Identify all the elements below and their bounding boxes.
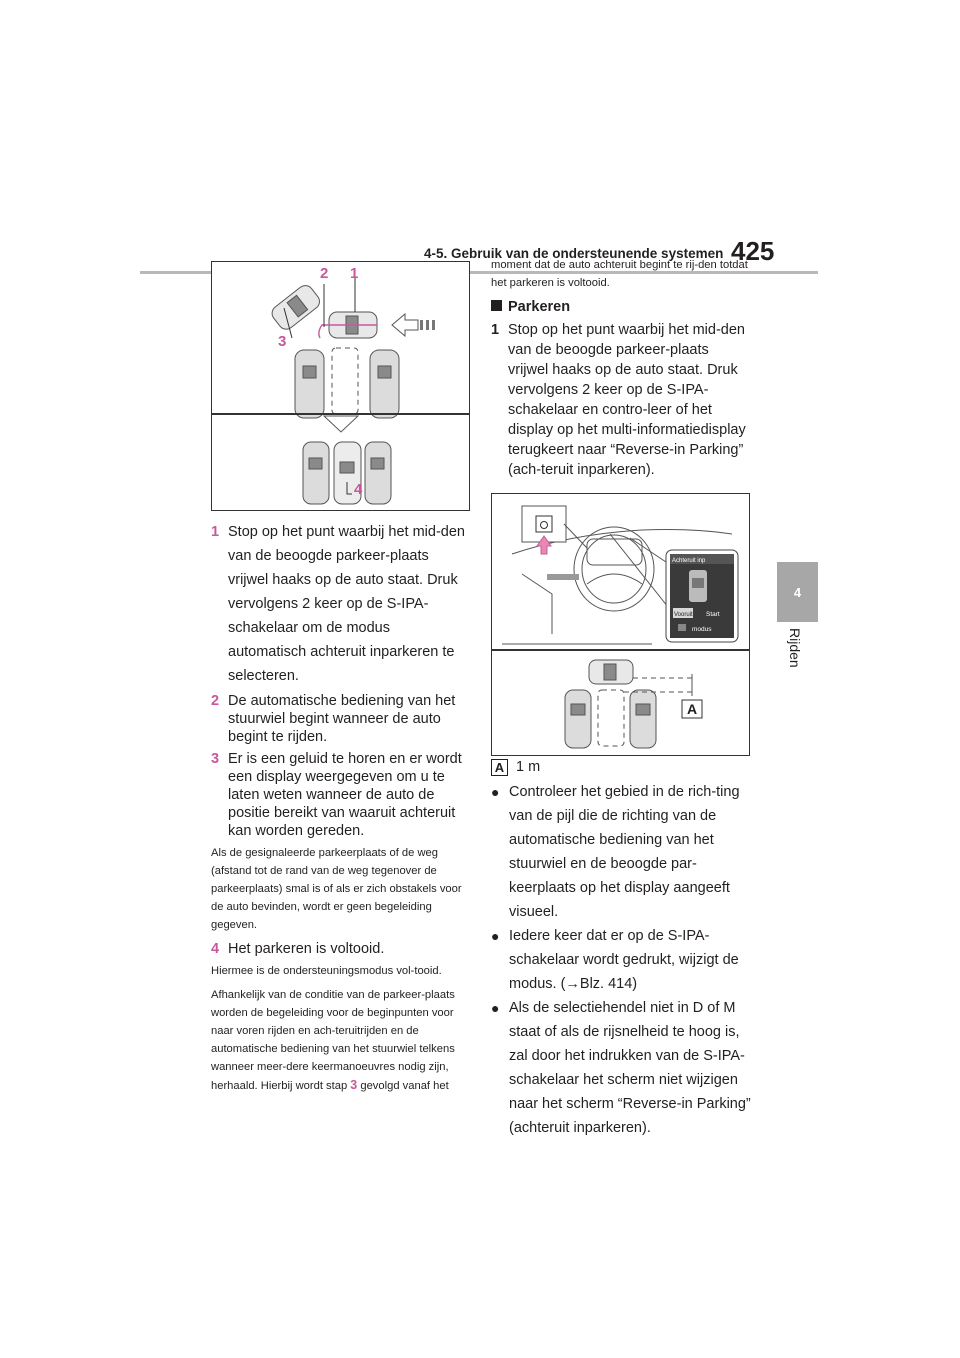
continued-text: moment dat de auto achteruit begint te r…: [491, 259, 748, 289]
bullet-icon: ●: [491, 928, 500, 944]
step-number: 3: [211, 751, 220, 767]
step-text: Stop op het punt waarbij het mid-den van…: [508, 322, 746, 478]
bullet-item: ● Controleer het gebied in de rich-ting …: [491, 780, 753, 924]
note-mode-completed: Hiermee is de ondersteuningsmodus vol-to…: [211, 965, 442, 977]
callout-a: A: [687, 701, 697, 717]
step-text: De automatische bediening van het stuurw…: [228, 693, 456, 745]
step-3: 3 Er is een geluid te horen en er wordt …: [211, 750, 468, 840]
bullet-icon: ●: [491, 784, 500, 800]
chapter-tab: 4: [777, 562, 818, 622]
figure-label-3: 3: [278, 333, 286, 350]
section-title: 4-5. Gebruik van de ondersteunende syste…: [424, 246, 724, 261]
right-column: moment dat de auto achteruit begint te r…: [491, 256, 753, 484]
step-number: 1: [491, 322, 500, 338]
step-2: 2 De automatische bediening van het stuu…: [211, 692, 468, 746]
screen-title: Achteruit inp: [672, 558, 706, 564]
display-diagram: Achteruit inp Vooruit Start modus A: [491, 493, 750, 756]
page-number: 425: [731, 236, 775, 266]
step-number: 1: [211, 524, 220, 540]
bullet-icon: ●: [491, 1000, 500, 1016]
note-guidance: Als de gesignaleerde parkeerplaats of de…: [211, 847, 462, 931]
step-4: 4 Het parkeren is voltooid.: [211, 940, 468, 958]
figure-label-2: 2: [320, 265, 328, 282]
start-label: Start: [706, 611, 720, 618]
step-1: 1 Stop op het punt waarbij het mid-den v…: [211, 520, 468, 688]
square-bullet-icon: [491, 300, 502, 311]
header-divider: [140, 271, 818, 274]
mode-label: modus: [692, 626, 712, 633]
reference-key: A: [491, 758, 508, 776]
parking-diagram: 2 1 3 4: [211, 261, 470, 511]
section-heading: Parkeren: [491, 296, 753, 318]
note-repeat: Afhankelijk van de conditie van de parke…: [211, 989, 455, 1092]
figure-label-1: 1: [350, 265, 358, 282]
right-column-lower: A 1 m ● Controleer het gebied in de rich…: [491, 756, 753, 1140]
reference-value: 1 m: [516, 759, 541, 775]
bullet-item: ● Als de selectiehendel niet in D of M s…: [491, 996, 753, 1140]
figure-label-4: 4: [354, 481, 363, 498]
forward-label: Vooruit: [674, 612, 693, 618]
left-column: 1 Stop op het punt waarbij het mid-den v…: [211, 520, 468, 1101]
chapter-label: Rijden: [787, 628, 803, 668]
step-text: Het parkeren is voltooid.: [228, 941, 385, 957]
step-text: Stop op het punt waarbij het mid-den van…: [228, 524, 465, 684]
reference-row: A 1 m: [491, 756, 753, 778]
step-text: Er is een geluid te horen en er wordt ee…: [228, 751, 462, 839]
bullet-item: ● Iedere keer dat er op de S-IPA-schakel…: [491, 924, 753, 996]
step-number: 4: [211, 941, 220, 957]
parking-step-1: 1 Stop op het punt waarbij het mid-den v…: [491, 320, 753, 480]
step-number: 2: [211, 693, 220, 709]
